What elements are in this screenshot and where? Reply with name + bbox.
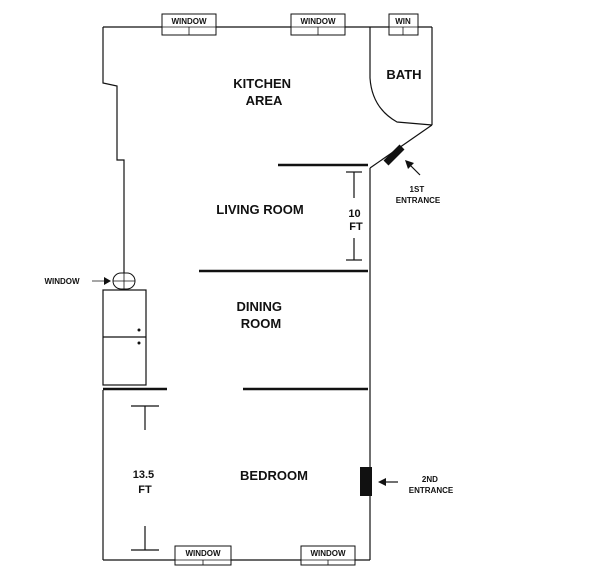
window-label: WINDOW	[44, 277, 80, 286]
bedroom-dimension: 13.5 FT	[131, 405, 159, 551]
window-label: WINDOW	[171, 17, 207, 26]
dining-room-label: DINING ROOM	[236, 299, 285, 331]
bath-label: BATH	[386, 67, 421, 82]
closet	[102, 289, 147, 386]
living-room-label: LIVING ROOM	[216, 202, 303, 217]
dimension-label: 13.5 FT	[133, 469, 157, 496]
arrow-left-icon	[378, 478, 386, 486]
window-bottom-right: WINDOW	[300, 545, 356, 566]
window-label: WINDOW	[310, 549, 346, 558]
window-label: WIN	[395, 17, 411, 26]
window-top-right: WIN	[388, 13, 419, 36]
entrance-label: 2ND ENTRANCE	[409, 475, 454, 495]
interior-walls	[103, 163, 368, 391]
living-dimension: 10 FT	[346, 171, 363, 261]
arrow-right-icon	[104, 277, 111, 285]
entrance-label: 1ST ENTRANCE	[396, 185, 441, 205]
second-entrance: 2ND ENTRANCE	[360, 467, 454, 496]
window-side: WINDOW	[44, 272, 136, 290]
dimension-label: 10 FT	[348, 208, 363, 233]
window-label: WINDOW	[300, 17, 336, 26]
first-entrance: 1ST ENTRANCE	[383, 144, 441, 205]
kitchen-label: KITCHEN AREA	[233, 76, 294, 108]
window-bottom-left: WINDOW	[174, 545, 232, 566]
window-top-middle: WINDOW	[290, 13, 346, 36]
window-label: WINDOW	[185, 549, 221, 558]
bedroom-label: BEDROOM	[240, 468, 308, 483]
arrow-up-left-icon	[405, 160, 414, 169]
bath-partition	[369, 27, 433, 126]
window-top-left: WINDOW	[161, 13, 217, 36]
